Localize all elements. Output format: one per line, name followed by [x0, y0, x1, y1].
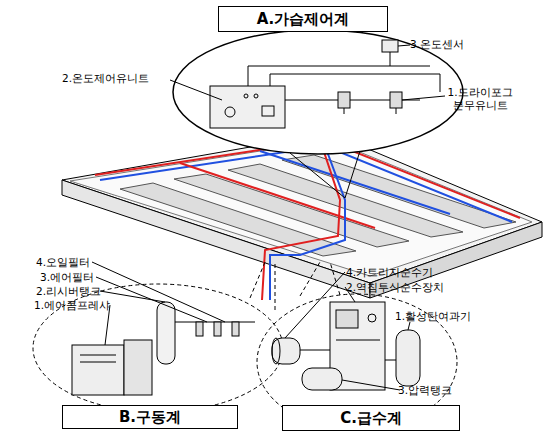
section-title: A.가습제어계 [257, 10, 350, 29]
magnify-top [170, 30, 463, 198]
section-title: B.구동계 [119, 408, 181, 427]
part-label: 1.에어콤프레샤 [34, 299, 110, 312]
part-label: 3.온도센서 [410, 38, 464, 51]
part-label: 4.카트리지순수기 [346, 266, 433, 279]
part-label: 2.역침투식순수장치 [346, 281, 444, 294]
section-title-box: A.가습제어계 [218, 6, 388, 32]
magnify-drive [33, 262, 283, 412]
part-label: 3.에어필터 [40, 271, 94, 284]
section-title-box: C.급수계 [282, 405, 460, 431]
pipes [95, 140, 520, 300]
building [62, 133, 542, 298]
fog-unit [338, 92, 402, 114]
part-label: 2.온도제어유니트 [62, 72, 149, 85]
part-label: 1.드라이포그 분무유니트 [443, 86, 517, 111]
part-label: 3.압력탱크 [398, 384, 452, 397]
part-label: 1.활성탄여과기 [395, 310, 471, 323]
section-title: C.급수계 [340, 409, 402, 428]
section-title-box: B.구동계 [62, 405, 238, 429]
part-label: 2.리시버탱크 [36, 285, 101, 298]
part-label: 4.오일필터 [36, 256, 90, 269]
